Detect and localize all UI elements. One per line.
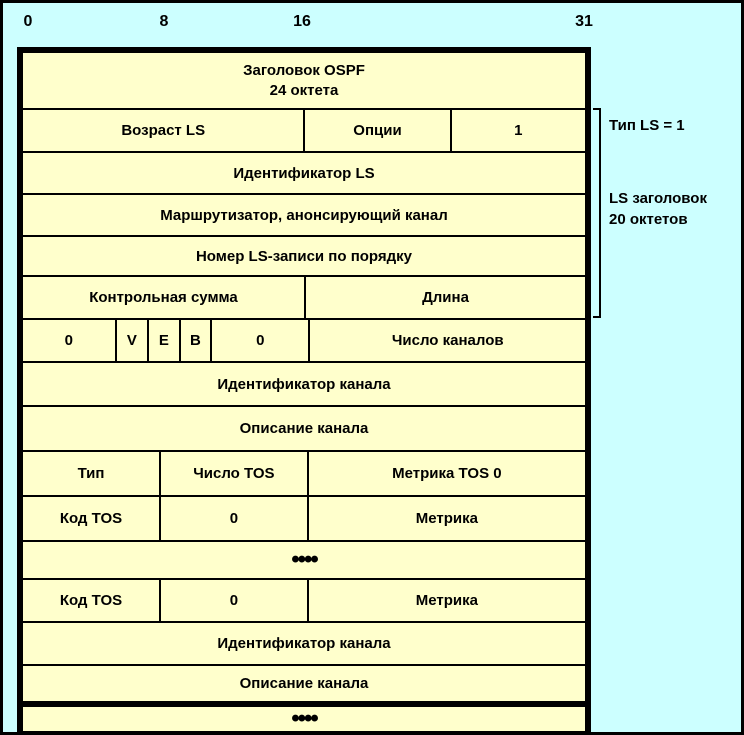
field-flag-b: B (178, 320, 210, 361)
ruler-tick-16: 16 (293, 13, 311, 30)
field-ls-id: Идентификатор LS (233, 164, 375, 182)
packet-table: Заголовок OSPF 24 октета Возраст LS Опци… (17, 47, 591, 733)
ruler-tick-31: 31 (575, 13, 593, 30)
row-ls-id: Идентификатор LS (23, 151, 585, 193)
field-tos-code-1: Код TOS (59, 510, 123, 527)
field-options: Опции (303, 110, 449, 151)
row-ospf-header: Заголовок OSPF 24 октета (23, 53, 585, 108)
row-link-id-2: Идентификатор канала (23, 621, 585, 664)
row-tos-1: Код TOS 0 Метрика (23, 495, 585, 540)
row-ellipsis-2: •••• (23, 701, 585, 733)
field-link-type: Тип (77, 465, 105, 482)
field-flag-e: E (147, 320, 178, 361)
field-ospf-header: Заголовок OSPF 24 октета (23, 53, 585, 108)
row-link-id-1: Идентификатор канала (23, 361, 585, 405)
field-metric-2: Метрика (306, 580, 585, 621)
ruler-tick-8: 8 (159, 13, 169, 30)
ls-header-label-line2: 20 октетов (609, 211, 688, 228)
field-link-data-1: Описание канала (239, 420, 369, 437)
field-advertising-router: Маршрутизатор, анонсирующий канал (160, 206, 448, 224)
ospf-header-size: 24 октета (269, 81, 339, 99)
ls-header-label-line1: LS заголовок (609, 190, 707, 207)
field-flags-zero-left: 0 (64, 332, 73, 349)
field-tos-code-2: Код TOS (59, 592, 123, 609)
row-ellipsis-1: •••• (23, 540, 585, 578)
field-link-id-2: Идентификатор канала (217, 635, 391, 652)
field-ellipsis-1: •••• (291, 546, 319, 573)
field-metric-1: Метрика (306, 497, 585, 540)
row-ls-age: Возраст LS Опции 1 (23, 108, 585, 151)
field-flag-v: V (114, 320, 148, 361)
field-ellipsis-2: •••• (291, 707, 319, 731)
field-metric-tos0: Метрика TOS 0 (306, 452, 585, 495)
ls-type-label-text: Тип LS = 1 (609, 117, 685, 134)
row-ls-sequence: Номер LS-записи по порядку (23, 235, 585, 275)
row-tos-2: Код TOS 0 Метрика (23, 578, 585, 621)
ls-type-label: Тип LS = 1 (609, 115, 685, 136)
ls-header-bracket (593, 108, 601, 318)
field-tos-count: Число TOS (159, 452, 307, 495)
row-flags: 0 V E B 0 Число каналов (23, 318, 585, 361)
field-checksum: Контрольная сумма (89, 289, 238, 306)
field-link-count: Число каналов (308, 320, 585, 361)
field-ls-type-value: 1 (449, 110, 585, 151)
field-tos-zero-1: 0 (159, 497, 307, 540)
ruler-tick-0: 0 (23, 13, 33, 30)
field-flags-zero-right: 0 (210, 320, 308, 361)
ls-header-label: LS заголовок 20 октетов (609, 188, 707, 230)
field-length: Длина (304, 277, 585, 318)
ospf-header-title: Заголовок OSPF (243, 61, 365, 79)
field-tos-zero-2: 0 (159, 580, 307, 621)
field-ls-sequence: Номер LS-записи по порядку (195, 247, 413, 265)
row-link-data-1: Описание канала (23, 405, 585, 450)
row-advertising-router: Маршрутизатор, анонсирующий канал (23, 193, 585, 235)
row-checksum: Контрольная сумма Длина (23, 275, 585, 318)
row-link-type: Тип Число TOS Метрика TOS 0 (23, 450, 585, 495)
field-ls-age: Возраст LS (121, 122, 206, 139)
field-link-id-1: Идентификатор канала (217, 375, 391, 393)
row-link-data-2: Описание канала (23, 664, 585, 701)
field-link-data-2: Описание канала (239, 675, 369, 692)
